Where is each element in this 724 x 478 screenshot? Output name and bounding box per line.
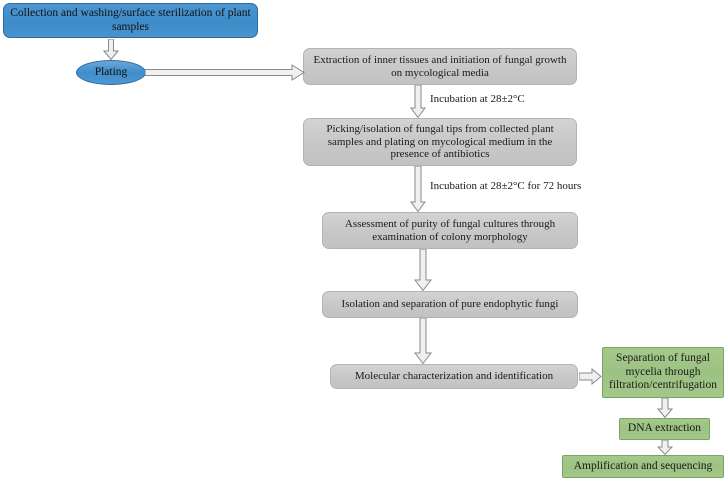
- edge-label-incubation-72h: Incubation at 28±2°C for 72 hours: [430, 180, 582, 192]
- node-picking[interactable]: Picking/isolation of fungal tips from co…: [303, 118, 577, 166]
- node-dna-extraction-label: DNA extraction: [627, 422, 702, 435]
- arrow-collection-to-plating: [103, 39, 119, 60]
- node-plating[interactable]: Plating: [76, 60, 146, 85]
- arrow-separation-to-dna: [657, 398, 673, 418]
- arrow-assessment-to-isolation: [414, 249, 432, 291]
- node-amplification-label: Amplification and sequencing: [573, 459, 713, 472]
- node-picking-label: Picking/isolation of fungal tips from co…: [326, 122, 554, 161]
- node-extraction[interactable]: Extraction of inner tissues and initiati…: [303, 48, 577, 85]
- node-assessment-label: Assessment of purity of fungal cultures …: [344, 217, 556, 243]
- node-separation[interactable]: Separation of fungal mycelia through fil…: [602, 347, 724, 398]
- node-isolation-label: Isolation and separation of pure endophy…: [341, 298, 559, 311]
- node-collection[interactable]: Collection and washing/surface steriliza…: [3, 3, 258, 38]
- node-molecular-label: Molecular characterization and identific…: [354, 370, 554, 383]
- node-extraction-label: Extraction of inner tissues and initiati…: [313, 53, 567, 79]
- arrow-picking-to-assessment: [410, 166, 426, 212]
- edge-label-incubation-28c: Incubation at 28±2°C: [430, 93, 525, 105]
- arrow-molecular-to-separation: [579, 368, 602, 385]
- node-isolation[interactable]: Isolation and separation of pure endophy…: [322, 291, 578, 318]
- arrow-extraction-to-picking: [410, 85, 426, 118]
- node-separation-label: Separation of fungal mycelia through fil…: [609, 352, 717, 392]
- arrow-isolation-to-molecular: [414, 318, 432, 364]
- arrow-plating-to-extraction: [145, 64, 305, 81]
- node-collection-label: Collection and washing/surface steriliza…: [10, 6, 251, 33]
- arrow-dna-to-amplification: [657, 440, 673, 455]
- node-amplification[interactable]: Amplification and sequencing: [562, 455, 724, 478]
- node-assessment[interactable]: Assessment of purity of fungal cultures …: [322, 212, 578, 249]
- node-molecular[interactable]: Molecular characterization and identific…: [330, 364, 578, 389]
- node-dna-extraction[interactable]: DNA extraction: [619, 418, 710, 440]
- node-plating-label: Plating: [94, 65, 128, 78]
